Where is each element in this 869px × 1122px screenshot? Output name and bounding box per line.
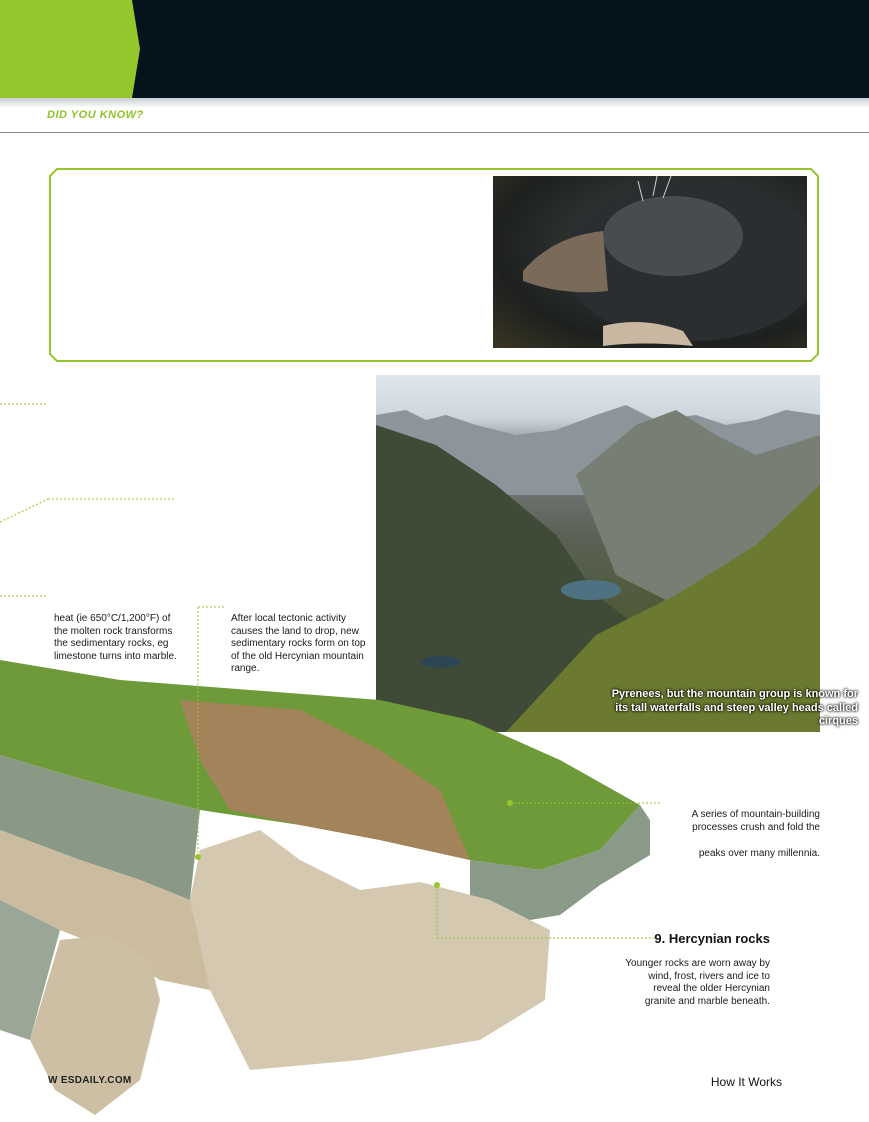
callout-mountain-building: A series of mountain-building processes … xyxy=(650,809,820,861)
header-green-tab xyxy=(0,0,140,98)
callout-mountain-building-line2: peaks over many millennia. xyxy=(698,848,820,859)
header-bar xyxy=(0,0,869,98)
did-you-know-box xyxy=(49,168,819,362)
callout-hercynian-rocks: Younger rocks are worn away by wind, fro… xyxy=(625,958,770,1007)
callout-mountain-building-line1: A series of mountain-building processes … xyxy=(691,809,820,833)
header-shadow xyxy=(0,98,869,108)
star-nosed-mole-photo xyxy=(493,176,807,348)
footer-website: W ESDAILY.COM xyxy=(48,1075,132,1086)
pyrenees-caption: Pyrenees, but the mountain group is know… xyxy=(611,688,858,727)
footer-magazine-name: How It Works xyxy=(710,1075,782,1089)
callout-tectonic-activity: After local tectonic activity causes the… xyxy=(231,613,366,674)
hercynian-terrain-illustration xyxy=(0,660,660,1122)
pyrenees-photo xyxy=(376,375,820,732)
callout-molten-rock: heat (ie 650°C/1,200°F) of the molten ro… xyxy=(54,613,177,662)
header-rule xyxy=(0,132,869,133)
did-you-know-kicker: DID YOU KNOW? xyxy=(47,109,144,121)
hercynian-rocks-heading: 9. Hercynian rocks xyxy=(654,931,770,946)
